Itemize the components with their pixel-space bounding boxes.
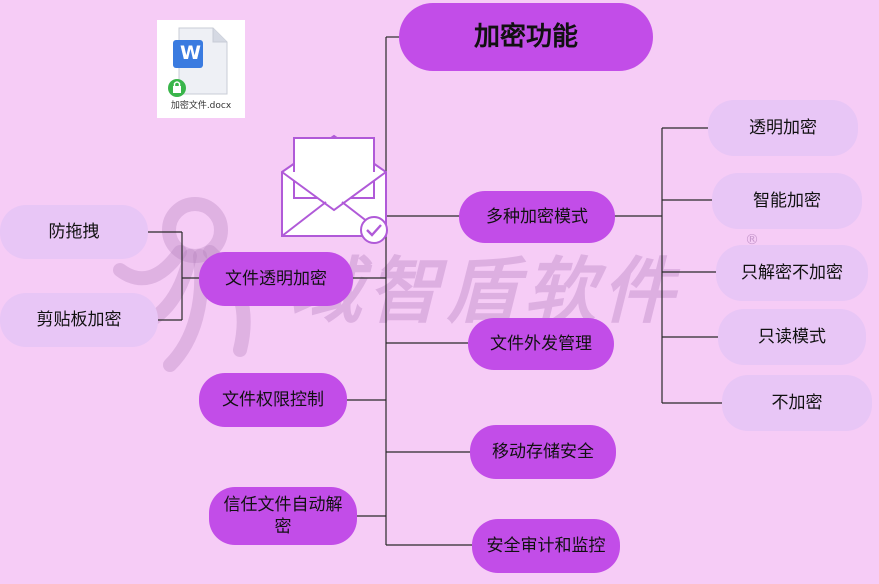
transparent-bracket [181,232,200,320]
document-filename: 加密文件.docx [170,101,232,111]
child-label: 防拖拽 [48,222,100,242]
mode-decrypt-only[interactable]: 只解密不加密 [716,245,868,301]
encrypted-file-thumbnail: W 加密文件.docx [157,20,245,118]
word-letter: W [180,42,201,64]
envelope-icon [281,134,388,244]
anti-drag[interactable]: 防拖拽 [0,205,148,259]
branch-file-outbound[interactable]: 文件外发管理 [468,318,614,370]
branch-label: 文件权限控制 [222,390,324,410]
modes-bracket [614,128,663,403]
branch-audit-monitor[interactable]: 安全审计和监控 [472,519,620,573]
mode-smart[interactable]: 智能加密 [712,173,862,229]
mode-no-encrypt[interactable]: 不加密 [722,375,872,431]
registered-mark: ® [745,232,759,248]
branch-transparent-encryption[interactable]: 文件透明加密 [199,252,353,306]
branch-label: 信任文件自动解密 [223,495,343,537]
branch-label: 多种加密模式 [486,207,588,227]
branch-label: 文件透明加密 [225,269,327,289]
mode-label: 透明加密 [749,118,817,138]
clipboard-encryption[interactable]: 剪贴板加密 [0,293,158,347]
branch-label: 安全审计和监控 [486,536,606,556]
branch-label: 文件外发管理 [490,334,592,354]
branch-file-permission[interactable]: 文件权限控制 [199,373,347,427]
child-label: 剪贴板加密 [36,310,122,330]
branch-trusted-decrypt[interactable]: 信任文件自动解密 [209,487,357,545]
word-document-icon [168,27,228,97]
root-node[interactable]: 加密功能 [399,3,653,71]
mode-label: 不加密 [771,393,823,413]
mode-read-only[interactable]: 只读模式 [718,309,866,365]
branch-usb-storage[interactable]: 移动存储安全 [470,425,616,479]
mode-label: 只读模式 [758,327,826,347]
root-label: 加密功能 [473,22,578,52]
mode-label: 只解密不加密 [741,263,843,283]
mode-label: 智能加密 [753,191,821,211]
branch-encryption-modes[interactable]: 多种加密模式 [459,191,615,243]
branch-label: 移动存储安全 [492,442,594,462]
mode-transparent[interactable]: 透明加密 [708,100,858,156]
